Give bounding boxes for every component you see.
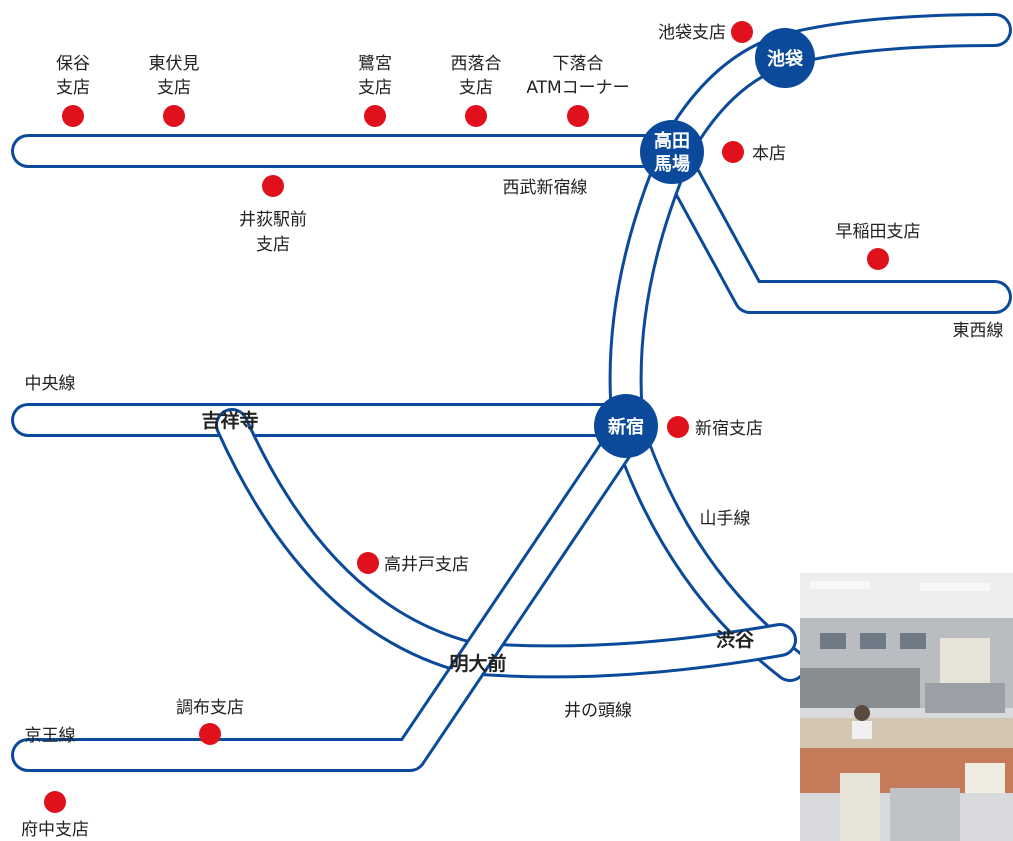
branch-hoya-dot bbox=[62, 105, 84, 127]
branch-iogi-label-2: 支店 bbox=[256, 235, 290, 255]
line-label-keio: 京王線 bbox=[25, 726, 76, 746]
branch-fuchu-dot bbox=[44, 791, 66, 813]
station-shibuya: 渋谷 bbox=[716, 628, 755, 651]
line-label-seibu-shinjuku: 西武新宿線 bbox=[503, 178, 588, 198]
branch-higashifushimi: 東伏見 支店 bbox=[149, 54, 200, 127]
line-label-yamanote: 山手線 bbox=[700, 509, 751, 529]
branch-chofu-label: 調布支店 bbox=[176, 698, 244, 718]
hub-takadanobaba: 高田 馬場 bbox=[640, 120, 704, 184]
hub-shinjuku-label: 新宿 bbox=[608, 416, 644, 438]
branch-honten-dot bbox=[722, 141, 744, 163]
branch-honten: 本店 bbox=[722, 141, 786, 164]
ikebukuro-line bbox=[658, 13, 1012, 168]
line-label-inokashira: 井の頭線 bbox=[564, 701, 632, 721]
branch-hoya-label-1: 保谷 bbox=[56, 54, 90, 74]
branch-iogi: 井荻駅前 支店 bbox=[239, 175, 307, 255]
branch-higashifushimi-label-1: 東伏見 bbox=[149, 54, 200, 74]
station-kichijoji: 吉祥寺 bbox=[201, 409, 258, 432]
branch-shinjuku: 新宿支店 bbox=[667, 416, 763, 439]
branch-saginomiya: 鷺宮 支店 bbox=[358, 54, 392, 127]
branch-honten-label: 本店 bbox=[752, 144, 786, 164]
photo-illustration bbox=[800, 573, 1013, 841]
hub-shinjuku: 新宿 bbox=[594, 394, 658, 458]
branch-shimoochiai: 下落合 ATMコーナー bbox=[526, 54, 630, 127]
hub-ikebukuro: 池袋 bbox=[755, 28, 815, 88]
branch-saginomiya-label-1: 鷺宮 bbox=[358, 54, 392, 74]
branch-hoya-label-2: 支店 bbox=[56, 78, 90, 98]
keio-line bbox=[11, 423, 639, 772]
branch-nishiochiai: 西落合 支店 bbox=[451, 54, 502, 127]
hub-takadanobaba-label-2: 馬場 bbox=[654, 154, 690, 175]
branch-hoya: 保谷 支店 bbox=[56, 54, 90, 127]
branch-takaido: 高井戸支店 bbox=[357, 552, 469, 575]
branch-nishiochiai-label-2: 支店 bbox=[459, 78, 493, 98]
branch-ikebukuro: 池袋支店 bbox=[658, 21, 753, 43]
branch-waseda: 早稲田支店 bbox=[836, 222, 921, 270]
branch-ikebukuro-dot bbox=[731, 21, 753, 43]
branch-waseda-label: 早稲田支店 bbox=[836, 222, 921, 242]
branch-fuchu: 府中支店 bbox=[21, 791, 89, 840]
branch-nishiochiai-dot bbox=[465, 105, 487, 127]
branch-shinjuku-label: 新宿支店 bbox=[695, 419, 763, 439]
branch-chofu-dot bbox=[199, 723, 221, 745]
branch-iogi-dot bbox=[262, 175, 284, 197]
tozai-line bbox=[658, 143, 1012, 314]
line-label-chuo: 中央線 bbox=[25, 374, 76, 394]
branch-higashifushimi-label-2: 支店 bbox=[157, 78, 191, 98]
hub-takadanobaba-label-1: 高田 bbox=[654, 130, 690, 152]
branch-shinjuku-dot bbox=[667, 416, 689, 438]
branch-ikebukuro-label: 池袋支店 bbox=[658, 23, 726, 43]
line-label-tozai: 東西線 bbox=[953, 321, 1004, 341]
branch-saginomiya-label-2: 支店 bbox=[358, 78, 392, 98]
branch-chofu: 調布支店 bbox=[176, 698, 244, 745]
branch-nishiochiai-label-1: 西落合 bbox=[451, 54, 502, 74]
branch-shimoochiai-label-2: ATMコーナー bbox=[526, 78, 629, 98]
branch-shimoochiai-label-1: 下落合 bbox=[553, 54, 604, 74]
station-meidaimae: 明大前 bbox=[449, 652, 506, 675]
branch-fuchu-label: 府中支店 bbox=[21, 820, 89, 840]
branch-takaido-dot bbox=[357, 552, 379, 574]
branch-takaido-label: 高井戸支店 bbox=[384, 555, 469, 575]
branch-iogi-label-1: 井荻駅前 bbox=[239, 210, 307, 230]
hub-ikebukuro-label: 池袋 bbox=[767, 48, 804, 70]
yamanote-north bbox=[608, 145, 689, 443]
bank-branch-interior-photo bbox=[800, 573, 1013, 841]
branch-higashifushimi-dot bbox=[163, 105, 185, 127]
branch-waseda-dot bbox=[867, 248, 889, 270]
branch-shimoochiai-dot bbox=[567, 105, 589, 127]
branch-saginomiya-dot bbox=[364, 105, 386, 127]
